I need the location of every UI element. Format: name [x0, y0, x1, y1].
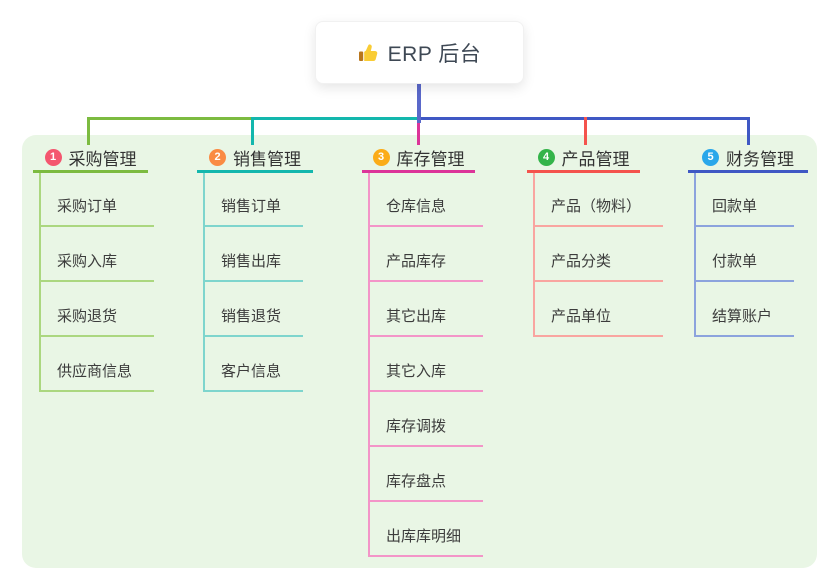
branch-finance: 5 财务管理 回款单 付款单 结算账户 [688, 145, 808, 337]
connector-horizontal-purchase [87, 117, 253, 120]
branch-label: 库存管理 [396, 150, 465, 169]
child-node[interactable]: 库存调拨 [370, 392, 484, 447]
branch-badge-1: 1 [44, 149, 62, 166]
branch-purchase: 1 采购管理 采购订单 采购入库 采购退货 供应商信息 [33, 145, 155, 392]
branch-node-purchase[interactable]: 1 采购管理 [33, 145, 148, 173]
root-node[interactable]: ERP 后台 [315, 21, 524, 84]
child-node[interactable]: 采购退货 [41, 282, 155, 337]
child-node[interactable]: 销售订单 [205, 173, 304, 227]
branch-badge-5: 5 [702, 149, 719, 166]
root-label: ERP 后台 [387, 42, 482, 66]
children-group: 销售订单 销售出库 销售退货 客户信息 [203, 173, 304, 392]
connector-drop-purchase [87, 117, 90, 145]
children-group: 产品（物料） 产品分类 产品单位 [533, 173, 664, 337]
connector-drop-sales [251, 117, 254, 145]
child-node[interactable]: 销售退货 [205, 282, 304, 337]
child-node[interactable]: 其它入库 [370, 337, 484, 392]
branch-node-sales[interactable]: 2 销售管理 [197, 145, 313, 173]
children-group: 仓库信息 产品库存 其它出库 其它入库 库存调拨 库存盘点 出库库明细 [368, 173, 484, 557]
root-stem-connector [417, 82, 421, 123]
branch-badge-4: 4 [537, 149, 555, 166]
branch-node-inventory[interactable]: 3 库存管理 [362, 145, 475, 173]
child-node[interactable]: 采购订单 [41, 173, 155, 227]
child-node[interactable]: 产品（物料） [535, 173, 664, 227]
child-node[interactable]: 产品分类 [535, 227, 664, 282]
child-node[interactable]: 付款单 [696, 227, 795, 282]
child-node[interactable]: 采购入库 [41, 227, 155, 282]
branch-product: 4 产品管理 产品（物料） 产品分类 产品单位 [527, 145, 664, 337]
children-group: 回款单 付款单 结算账户 [694, 173, 795, 337]
branch-badge-2: 2 [209, 149, 226, 166]
branches-panel [22, 135, 817, 568]
branch-node-product[interactable]: 4 产品管理 [527, 145, 640, 173]
child-node[interactable]: 回款单 [696, 173, 795, 227]
child-node[interactable]: 出库库明细 [370, 502, 484, 557]
branch-label: 产品管理 [561, 150, 630, 169]
connector-drop-finance [747, 117, 750, 145]
child-node[interactable]: 库存盘点 [370, 447, 484, 502]
branch-label: 销售管理 [233, 150, 301, 169]
branch-label: 采购管理 [68, 150, 137, 169]
child-node[interactable]: 产品库存 [370, 227, 484, 282]
thumbs-up-icon [358, 42, 379, 63]
child-node[interactable]: 结算账户 [696, 282, 795, 337]
branch-inventory: 3 库存管理 仓库信息 产品库存 其它出库 其它入库 库存调拨 库存盘点 出库库… [362, 145, 484, 557]
branch-node-finance[interactable]: 5 财务管理 [688, 145, 808, 173]
child-node[interactable]: 销售出库 [205, 227, 304, 282]
child-node[interactable]: 其它出库 [370, 282, 484, 337]
branch-sales: 2 销售管理 销售订单 销售出库 销售退货 客户信息 [197, 145, 313, 392]
child-node[interactable]: 供应商信息 [41, 337, 155, 392]
branch-label: 财务管理 [726, 150, 794, 169]
connector-horizontal-sales [251, 117, 421, 120]
branch-badge-3: 3 [372, 149, 390, 166]
connector-drop-product [584, 117, 587, 145]
child-node[interactable]: 产品单位 [535, 282, 664, 337]
child-node[interactable]: 仓库信息 [370, 173, 484, 227]
connector-drop-inventory [417, 121, 420, 145]
children-group: 采购订单 采购入库 采购退货 供应商信息 [39, 173, 155, 392]
child-node[interactable]: 客户信息 [205, 337, 304, 392]
